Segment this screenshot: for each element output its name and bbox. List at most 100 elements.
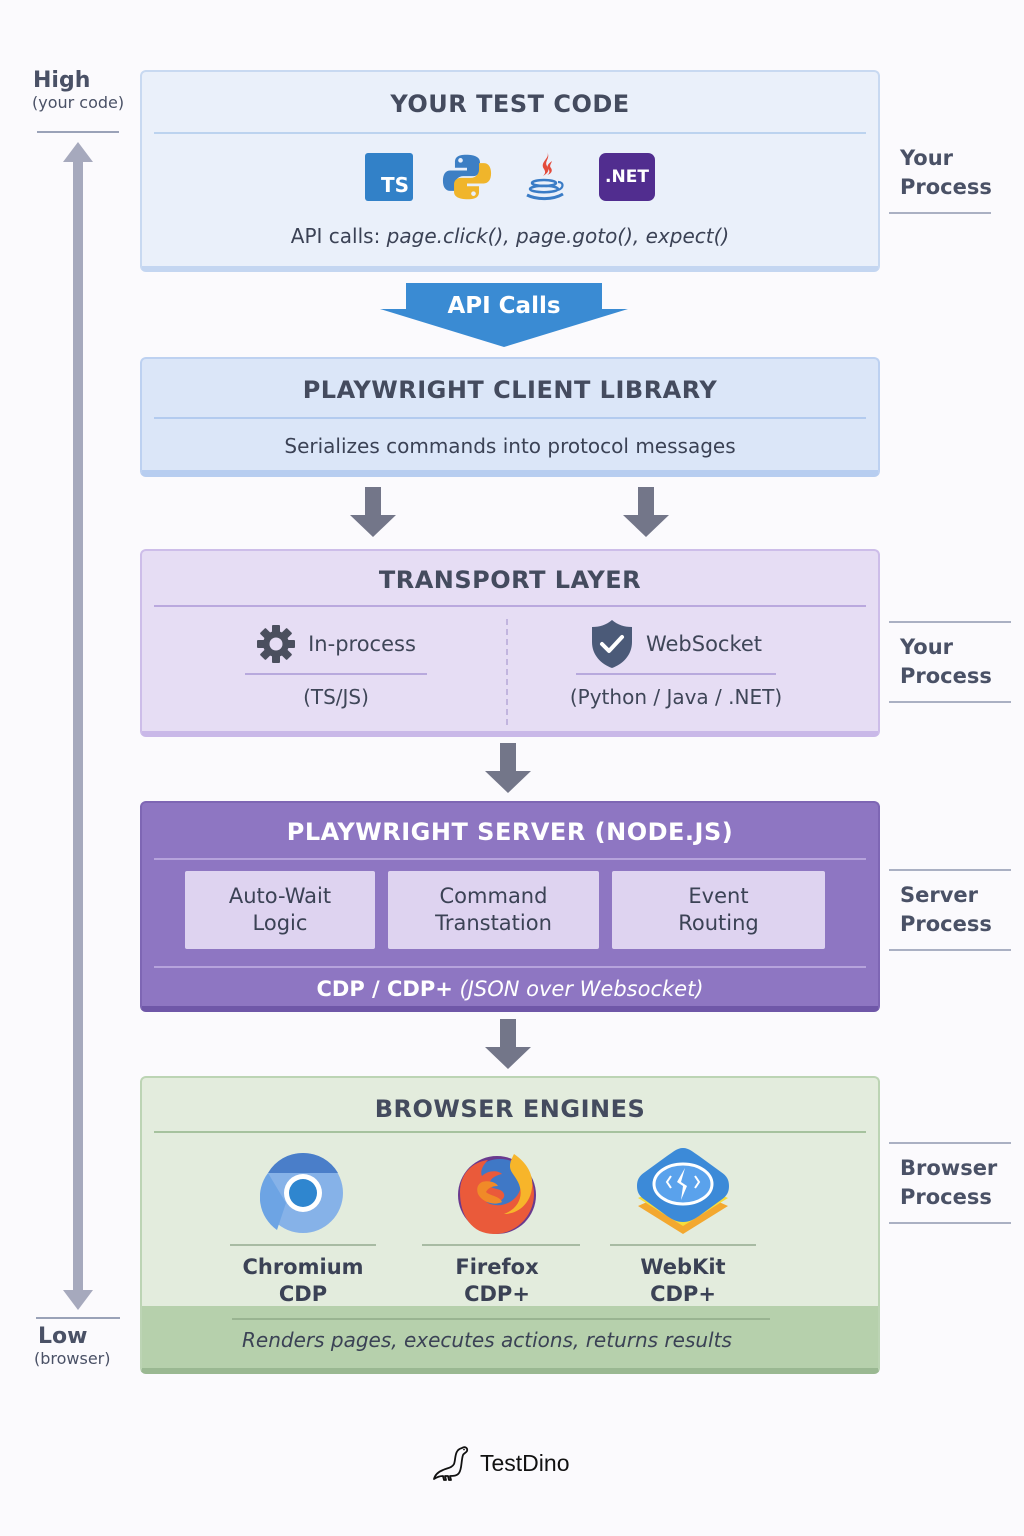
layer-title: TRANSPORT LAYER (378, 566, 642, 594)
engine-protocol: CDP (278, 1282, 328, 1306)
axis-arrow-up-icon (63, 142, 93, 162)
api-calls-prefix: API calls: (290, 224, 387, 248)
divider (230, 1244, 376, 1246)
webkit-icon (637, 1148, 729, 1234)
divider (245, 673, 427, 675)
dotnet-icon: .NET (598, 152, 656, 202)
typescript-icon: TS (364, 152, 414, 202)
firefox-icon (458, 1154, 536, 1234)
engine-name: WebKit (640, 1255, 726, 1279)
process-label-line2: Process (900, 175, 992, 199)
process-label-line1: Your (900, 146, 954, 170)
language-icons: TS .NET (142, 152, 878, 202)
engine-protocol: CDP+ (464, 1282, 530, 1306)
transport-mode-label: In-process (308, 632, 416, 656)
layer-client-library: PLAYWRIGHT CLIENT LIBRARY Serializes com… (140, 357, 880, 477)
layer-test-code: YOUR TEST CODE TS .NET API calls: page (140, 70, 880, 272)
dino-icon (433, 1446, 469, 1481)
engine-webkit: WebKit CDP+ (608, 1148, 758, 1308)
flow-arrow-down-icon (485, 743, 531, 793)
chromium-icon (259, 1152, 343, 1233)
process-label-line2: Process (900, 912, 992, 936)
api-arrow-label: API Calls (447, 293, 561, 319)
divider (154, 417, 866, 419)
client-library-description: Serializes commands into protocol messag… (284, 434, 736, 458)
process-rule (889, 701, 1011, 703)
process-rule (889, 212, 991, 214)
process-label-line1: Your (900, 635, 954, 659)
axis-bottom-rule (36, 1317, 120, 1319)
axis-line (73, 160, 83, 1294)
api-calls-arrow: API Calls (378, 283, 630, 349)
flow-arrow-down-icon (485, 1019, 531, 1069)
layer-browser-engines: BROWSER ENGINES Chromium CDP Firefox CDP… (140, 1076, 880, 1374)
divider (154, 1131, 866, 1133)
process-rule (889, 1142, 1011, 1144)
engine-firefox: Firefox CDP+ (422, 1150, 580, 1308)
layer-title: PLAYWRIGHT SERVER (NODE.JS) (286, 818, 734, 846)
engine-name: Firefox (455, 1255, 539, 1279)
divider (232, 1318, 770, 1320)
axis-high-sub: (your code) (32, 93, 125, 112)
engine-name: Chromium (242, 1255, 364, 1279)
python-icon (442, 152, 492, 202)
flow-arrow-down-icon (623, 487, 669, 537)
layer-transport: TRANSPORT LAYER In-process (TS/JS) (140, 549, 880, 737)
process-rule (889, 869, 1011, 871)
java-icon (520, 152, 570, 202)
api-calls-list: page.click(), page.goto(), expect() (386, 224, 730, 248)
process-rule (889, 621, 1011, 623)
divider (610, 1244, 756, 1246)
divider (154, 132, 866, 134)
axis-high-label: High (your code) (32, 68, 125, 112)
brand-name: TestDino (480, 1449, 570, 1476)
axis-arrow-down-icon (63, 1290, 93, 1310)
transport-mode-label: WebSocket (645, 632, 763, 656)
browser-engines-description: Renders pages, executes actions, returns… (242, 1328, 732, 1352)
process-label-line2: Process (900, 1185, 992, 1209)
axis-high-title: High (33, 68, 91, 93)
divider (422, 1244, 580, 1246)
process-label-line1: Server (900, 883, 979, 907)
axis-top-rule (37, 131, 119, 133)
engine-chromium: Chromium CDP (228, 1150, 378, 1308)
divider (576, 673, 776, 675)
flow-arrow-down-icon (350, 487, 396, 537)
transport-mode-websocket: WebSocket (Python / Java / .NET) (536, 620, 816, 709)
server-protocol-name: CDP / CDP+ (316, 977, 453, 1001)
server-protocol: CDP / CDP+ (JSON over Websocket) (142, 977, 878, 1001)
divider (154, 605, 866, 607)
axis-low-title: Low (38, 1324, 88, 1349)
layer-title: BROWSER ENGINES (374, 1095, 646, 1123)
layer-title: YOUR TEST CODE (390, 90, 630, 118)
server-protocol-detail: (JSON over Websocket) (452, 977, 704, 1001)
shield-check-icon (591, 620, 632, 668)
divider (154, 966, 866, 968)
transport-mode-sub: (Python / Java / .NET) (569, 685, 783, 709)
transport-divider (506, 619, 508, 725)
engine-protocol: CDP+ (650, 1282, 716, 1306)
api-calls-text: API calls: page.click(), page.goto(), ex… (142, 224, 878, 248)
transport-mode-in-process: In-process (TS/JS) (196, 621, 476, 709)
transport-mode-sub: (TS/JS) (303, 685, 369, 709)
process-label-line2: Process (900, 664, 992, 688)
brand-logo: TestDino (432, 1444, 569, 1482)
process-rule (889, 949, 1011, 951)
gear-icon (257, 625, 296, 663)
api-arrow-shape (380, 283, 628, 347)
process-rule (889, 1222, 1011, 1224)
axis-low-sub: (browser) (34, 1349, 111, 1368)
layer-title: PLAYWRIGHT CLIENT LIBRARY (302, 376, 718, 404)
divider (154, 858, 866, 860)
axis-low-label: Low (browser) (34, 1324, 111, 1368)
process-label-line1: Browser (900, 1156, 998, 1180)
browser-engines-footer: Renders pages, executes actions, returns… (142, 1306, 878, 1368)
